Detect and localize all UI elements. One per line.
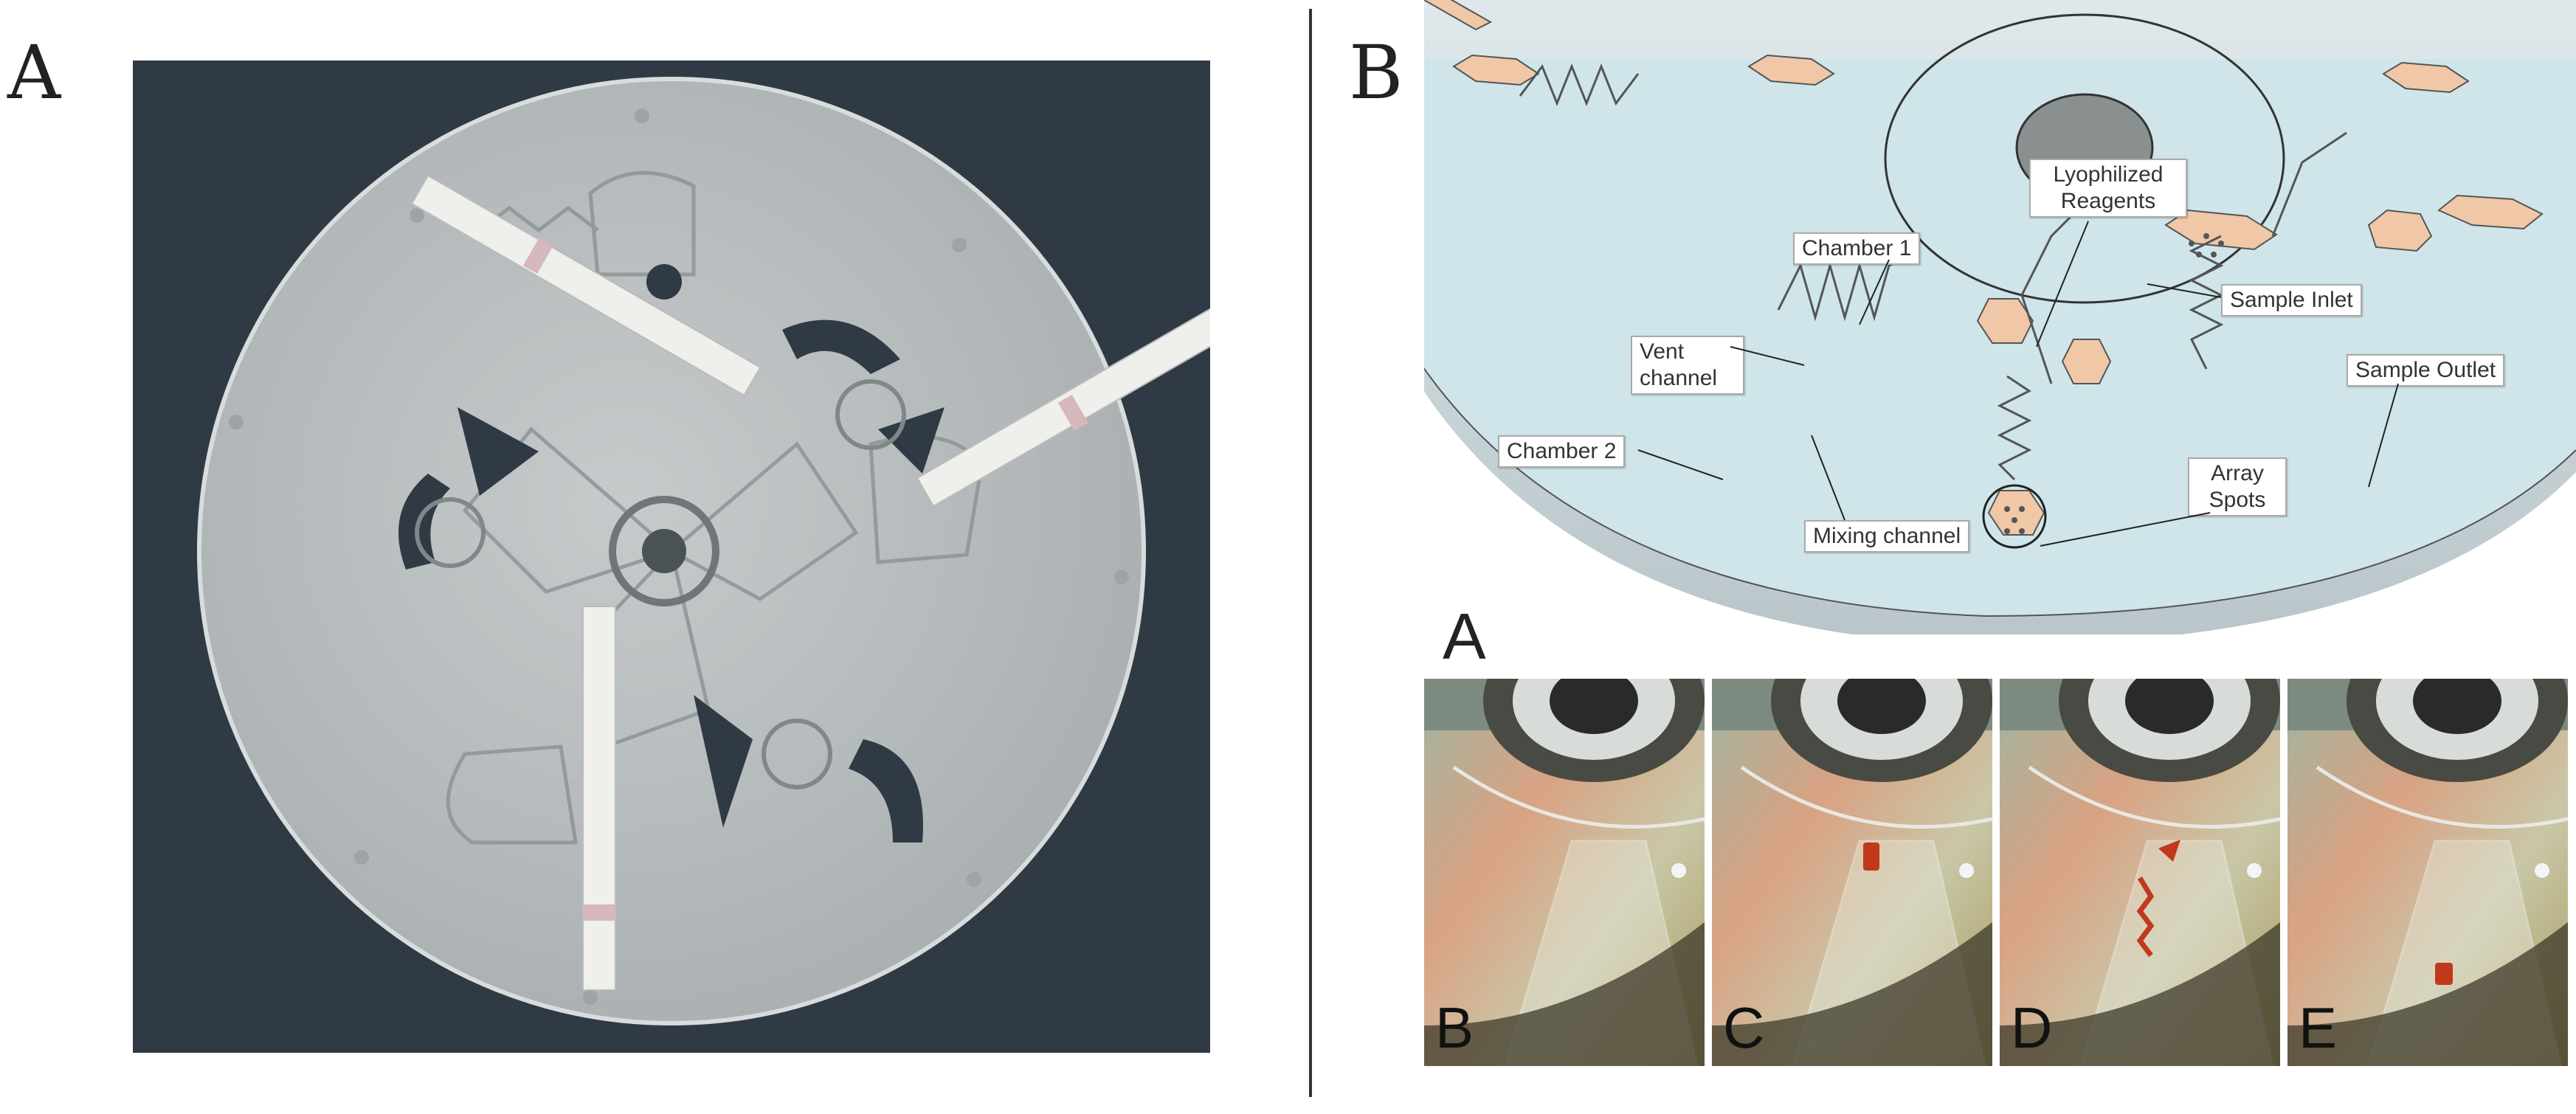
dye-in-chamber-2 — [2435, 963, 2453, 985]
sequence-frames — [1424, 679, 2568, 1066]
frame-label-c: C — [1723, 995, 1765, 1060]
label-mixing-channel: Mixing channel — [1804, 520, 1970, 553]
panel-label-a: A — [7, 30, 61, 116]
disc-photo — [133, 60, 1210, 1053]
label-sample-inlet: Sample Inlet — [2221, 284, 2362, 316]
frame-e — [2287, 679, 2568, 1066]
frame-c — [1712, 679, 1992, 1066]
disc-hub — [609, 496, 719, 606]
inset-label-a: A — [1443, 600, 1486, 673]
label-chamber-1: Chamber 1 — [1793, 232, 1921, 265]
label-sample-outlet: Sample Outlet — [2347, 354, 2505, 387]
panel-divider — [1309, 9, 1312, 1097]
label-lyophilized-reagents: Lyophilized Reagents — [2029, 159, 2187, 218]
test-strips — [410, 174, 1210, 991]
disc-schematic — [1424, 0, 2576, 634]
label-array-spots: Array Spots — [2188, 457, 2287, 516]
frame-label-d: D — [2011, 995, 2053, 1060]
frame-d — [2000, 679, 2280, 1066]
dye-in-mixing-channel — [2136, 876, 2155, 958]
label-chamber-2: Chamber 2 — [1498, 435, 1626, 468]
dye-in-chamber-1 — [1863, 843, 1879, 871]
label-vent-channel: Vent channel — [1631, 336, 1744, 395]
frame-label-b: B — [1435, 995, 1474, 1060]
frame-label-e: E — [2299, 995, 2338, 1060]
panel-label-b: B — [1349, 30, 1403, 116]
